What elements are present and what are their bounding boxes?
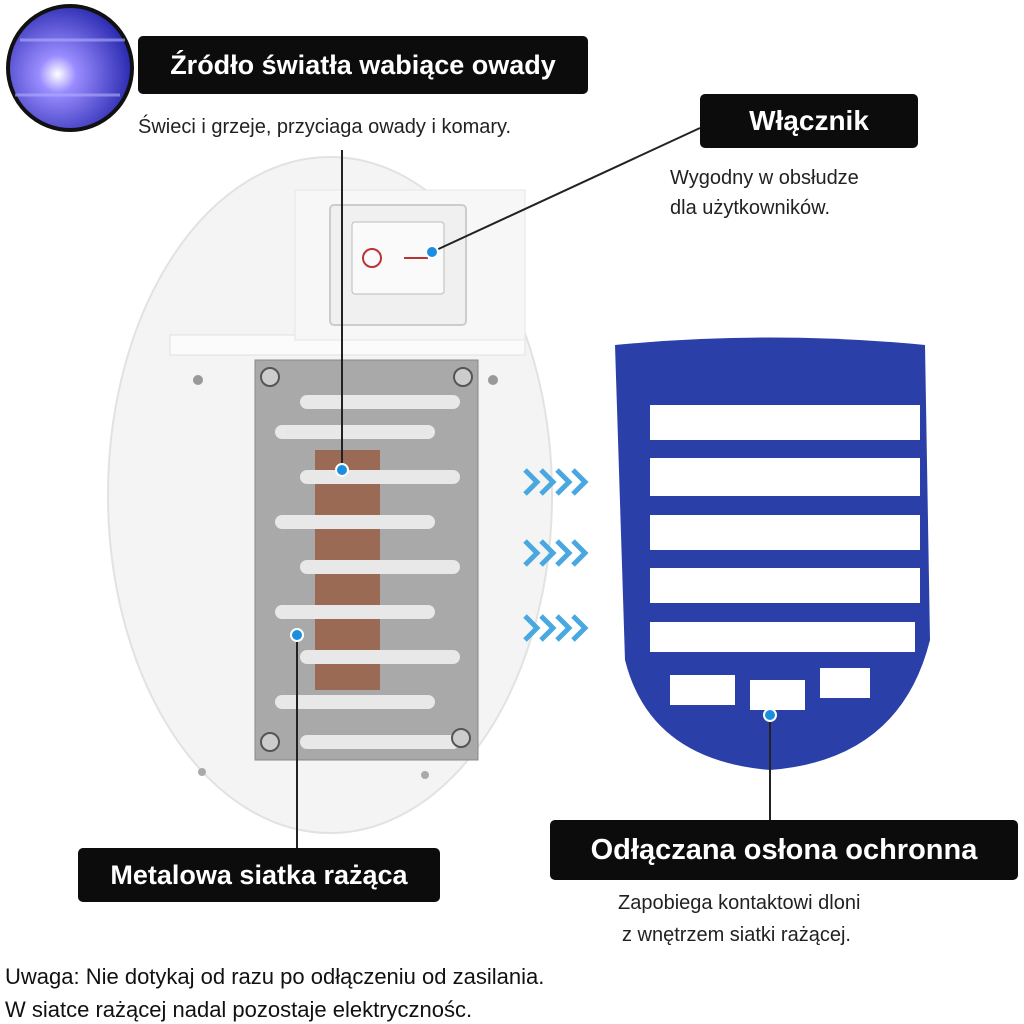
- switch-description-line1: Wygodny w obsłudze: [670, 167, 859, 189]
- pointer-lines: [296, 127, 771, 848]
- switch-description-line2: dla użytkowników.: [670, 197, 831, 219]
- light-source-thumbnail: [6, 4, 134, 132]
- cover-description-line1: Zapobiega kontaktowi dloni: [618, 892, 861, 914]
- warning-note-line2: W siatce rażącej nadal pozostaje elektry…: [5, 997, 473, 1022]
- cover-description-line2: z wnętrzem siatki rażącej.: [622, 924, 851, 946]
- cover-label: Odłączana osłona ochronna: [550, 820, 1018, 880]
- switch-label: Włącznik: [700, 94, 918, 148]
- light-source-label: Źródło światła wabiące owady: [138, 36, 588, 94]
- metal-grid: [254, 359, 479, 761]
- protective-cover: [615, 337, 930, 770]
- grid-label: Metalowa siatka rażąca: [78, 848, 440, 902]
- warning-note-line1: Uwaga: Nie dotykaj od razu po odłączeniu…: [5, 964, 545, 989]
- pointer-dots: [290, 245, 777, 722]
- arrow-icons: [523, 468, 589, 642]
- light-source-description: Świeci i grzeje, przyciaga owady i komar…: [138, 116, 512, 138]
